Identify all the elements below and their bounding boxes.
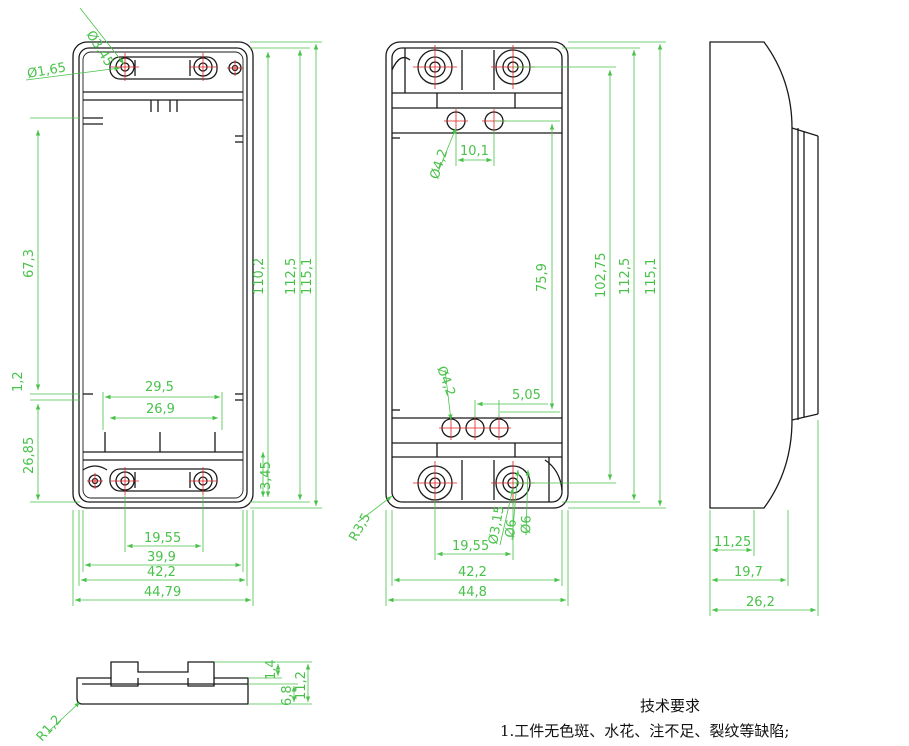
- bottom-view: 1,4 6,8 11,2 R1,2: [34, 659, 312, 745]
- dim-h262: 26,2: [746, 595, 775, 610]
- dim-h399: 39,9: [147, 550, 176, 565]
- left-view-outline: [72, 41, 254, 509]
- middle-view: Ø4,2 10,1 75,9 102,75 112,5 115,1 Ø4,2 5…: [346, 41, 666, 606]
- left-view-dimension-texts: Ø3,45 Ø1,65 67,3 1,2 26,85 29,5 26,9 110…: [11, 28, 315, 600]
- dim-v1102: 110,2: [252, 258, 267, 295]
- middle-view-dimension-texts: Ø4,2 10,1 75,9 102,75 112,5 115,1 Ø4,2 5…: [346, 144, 659, 600]
- dim-v759: 75,9: [535, 263, 550, 292]
- dim-v1125: 112,5: [284, 258, 299, 295]
- dim-d315: Ø3,15: [486, 504, 508, 545]
- left-view-centerlines: [87, 53, 243, 495]
- dim-h448: 44,8: [458, 585, 487, 600]
- right-view-outline: [709, 41, 819, 509]
- dim-d6a: Ø6: [503, 518, 520, 538]
- dim-h1955: 19,55: [452, 539, 489, 554]
- dim-h1125: 11,25: [714, 535, 751, 550]
- dim-h101: 10,1: [460, 144, 489, 159]
- right-view: 11,25 19,7 26,2: [709, 41, 819, 616]
- dim-h422: 42,2: [458, 565, 487, 580]
- bottom-view-outline: [76, 661, 249, 705]
- dim-d42b: Ø4,2: [433, 364, 458, 398]
- technical-requirements-title: 技术要求: [640, 697, 701, 715]
- middle-view-dimension-lines: [357, 41, 666, 606]
- dim-v2685: 26,85: [22, 437, 37, 474]
- right-view-dimension-texts: 11,25 19,7 26,2: [714, 535, 775, 610]
- dim-d165: Ø1,65: [26, 60, 67, 82]
- dim-v68: 6,8: [280, 685, 295, 706]
- dim-h4479: 44,79: [144, 585, 181, 600]
- bottom-view-dimension-lines: [47, 661, 312, 733]
- dim-v12: 1,2: [11, 371, 26, 392]
- dim-h1955: 19,55: [144, 531, 181, 546]
- dim-v1125: 112,5: [618, 258, 633, 295]
- dim-d6b: Ø6: [519, 515, 535, 534]
- dim-r35: R3,5: [346, 511, 374, 544]
- dim-h505: 5,05: [512, 388, 541, 403]
- middle-view-centerlines: [413, 45, 535, 505]
- dim-r12: R1,2: [34, 713, 65, 745]
- technical-requirement-line-1: 1.工件无色斑、水花、注不足、裂纹等缺陷;: [500, 722, 790, 740]
- dim-v14: 1,4: [264, 659, 279, 680]
- dim-v10275: 102,75: [594, 253, 609, 299]
- dim-d345: Ø3,45: [83, 28, 116, 69]
- dim-v112: 11,2: [294, 671, 309, 700]
- dim-v1151: 115,1: [644, 258, 659, 295]
- dim-v673: 67,3: [22, 249, 37, 278]
- dim-h197: 19,7: [734, 565, 763, 580]
- left-view-dimension-lines: [25, 7, 322, 606]
- dim-d42a: Ø4,2: [428, 147, 452, 181]
- left-view: Ø3,45 Ø1,65 67,3 1,2 26,85 29,5 26,9 110…: [11, 7, 322, 606]
- dim-h295: 29,5: [145, 380, 174, 395]
- dim-h422: 42,2: [147, 565, 176, 580]
- dim-v1151: 115,1: [300, 258, 315, 295]
- dim-v345: 3,45: [259, 461, 274, 490]
- dim-h269: 26,9: [146, 402, 175, 417]
- right-view-dimension-lines: [709, 420, 819, 616]
